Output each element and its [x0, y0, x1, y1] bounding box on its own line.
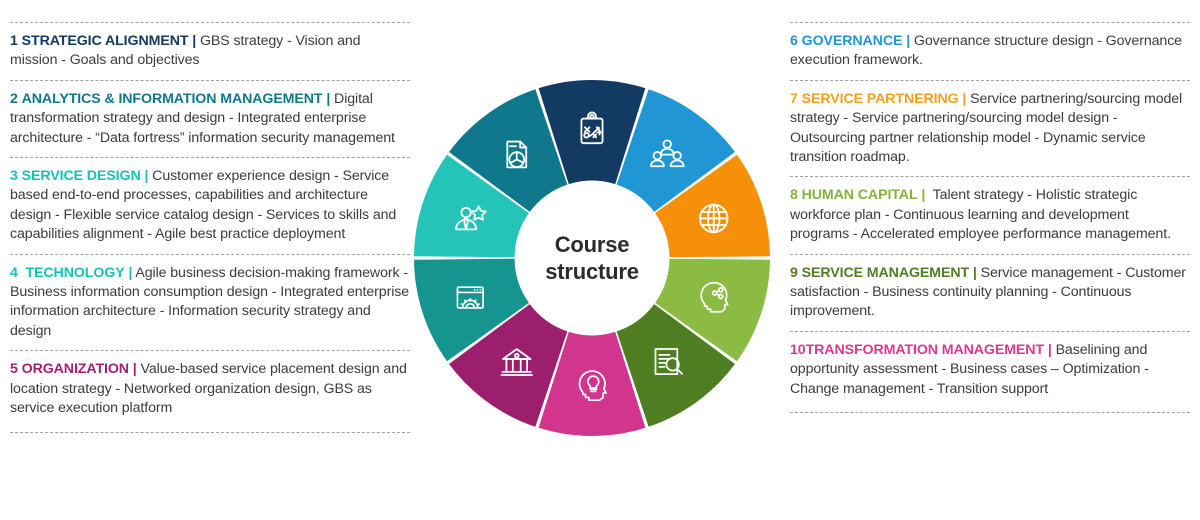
- item-title: GOVERNANCE: [801, 33, 903, 49]
- item-body: Service management - Customer satisfacti…: [790, 264, 1186, 320]
- wheel-slice[interactable]: [414, 154, 529, 258]
- divider: [790, 253, 1190, 255]
- divider: [790, 412, 1190, 414]
- wheel-slice[interactable]: [616, 304, 735, 427]
- head-network-icon: [700, 281, 729, 313]
- divider: [10, 157, 410, 159]
- list-item: 7 SERVICE PARTNERING | Service partnerin…: [790, 81, 1190, 177]
- item-heading: 10: [790, 341, 806, 358]
- item-body: Customer experience design - Service bas…: [10, 168, 397, 243]
- document-piechart-icon: [506, 140, 528, 169]
- wheel-slice[interactable]: [449, 304, 568, 427]
- item-heading: 9: [790, 264, 798, 281]
- item-title: TECHNOLOGY: [25, 264, 125, 281]
- wheel-slice[interactable]: [616, 89, 735, 212]
- divider: [10, 350, 410, 352]
- divider: [790, 330, 1190, 332]
- document-search-icon: [654, 348, 683, 376]
- item-body: Service partnering/sourcing model strate…: [790, 90, 1183, 166]
- item-title: SERVICE PARTNERING: [801, 90, 959, 107]
- item-separator: |: [962, 90, 967, 107]
- wheel-slices: [414, 80, 770, 436]
- list-item: 4 TECHNOLOGY | Agile business decision-m…: [10, 255, 410, 351]
- item-heading: 4: [10, 264, 18, 281]
- item-separator: |: [972, 264, 977, 281]
- item-separator: |: [921, 187, 926, 204]
- list-item: 6 GOVERNANCE | Governance structure desi…: [790, 23, 1190, 80]
- item-heading: 1: [10, 33, 18, 49]
- item-heading: 8: [790, 187, 798, 204]
- item-body: Digital transformation strategy and desi…: [10, 90, 395, 146]
- item-heading: 5: [10, 361, 18, 378]
- list-item: 5 ORGANIZATION | Value-based service pla…: [10, 351, 410, 427]
- item-heading: 7: [790, 90, 798, 107]
- item-separator: |: [128, 264, 133, 281]
- list-item: 8 HUMAN CAPITAL | Talent strategy - Holi…: [790, 177, 1190, 253]
- item-body: Talent strategy - Holistic strategic wor…: [790, 187, 1171, 243]
- item-body: Governance structure design - Governance…: [790, 33, 1182, 69]
- person-star-icon: [455, 205, 487, 231]
- item-body: Baselining and opportunity assessment - …: [790, 341, 1149, 397]
- globe-icon: [699, 203, 729, 234]
- right-column: 6 GOVERNANCE | Governance structure desi…: [790, 0, 1190, 520]
- list-item: 9 SERVICE MANAGEMENT | Service managemen…: [790, 255, 1190, 331]
- head-lightbulb-icon: [578, 370, 607, 402]
- left-column: 1 STRATEGIC ALIGNMENT | GBS strategy - V…: [10, 0, 410, 520]
- item-title: HUMAN CAPITAL: [801, 187, 918, 204]
- item-body: GBS strategy - Vision and mission - Goal…: [10, 33, 361, 69]
- item-separator: |: [144, 168, 149, 185]
- item-body: Value-based service placement design and…: [10, 361, 407, 417]
- list-item: 2 ANALYTICS & INFORMATION MANAGEMENT | D…: [10, 81, 410, 157]
- item-separator: |: [192, 33, 197, 49]
- item-title: SERVICE DESIGN: [21, 168, 141, 185]
- item-title: SERVICE MANAGEMENT: [801, 264, 970, 281]
- item-separator: |: [906, 33, 911, 49]
- list-item: 10TRANSFORMATION MANAGEMENT | Baselining…: [790, 332, 1190, 408]
- item-heading: 3: [10, 168, 18, 185]
- divider: [10, 253, 410, 255]
- wheel-svg: [414, 80, 770, 436]
- divider: [790, 176, 1190, 178]
- wheel-slice[interactable]: [538, 80, 646, 185]
- bank-building-icon: [500, 348, 533, 376]
- wheel-slice[interactable]: [538, 331, 646, 436]
- list-item: 3 SERVICE DESIGN | Customer experience d…: [10, 158, 410, 254]
- wheel-slice[interactable]: [655, 258, 770, 362]
- divider: [10, 431, 410, 433]
- item-heading: 2: [10, 90, 18, 107]
- wheel-icons: [455, 111, 729, 402]
- item-separator: |: [1047, 341, 1052, 358]
- item-title: ANALYTICS & INFORMATION MANAGEMENT: [21, 90, 323, 107]
- item-heading: 6: [790, 33, 798, 49]
- item-title: TRANSFORMATION MANAGEMENT: [805, 341, 1045, 358]
- item-separator: |: [132, 361, 137, 378]
- people-group-icon: [649, 139, 685, 168]
- wheel-slice[interactable]: [414, 258, 529, 362]
- item-separator: |: [326, 90, 331, 107]
- item-body: Agile business decision-making framework…: [10, 264, 410, 339]
- divider: [790, 79, 1190, 81]
- divider: [10, 79, 410, 81]
- browser-gear-icon: [456, 286, 484, 309]
- clipboard-strategy-icon: [580, 111, 604, 145]
- divider: [790, 22, 1190, 23]
- divider: [10, 22, 410, 23]
- item-title: STRATEGIC ALIGNMENT: [21, 33, 189, 49]
- list-item: 1 STRATEGIC ALIGNMENT | GBS strategy - V…: [10, 23, 410, 80]
- item-title: ORGANIZATION: [21, 361, 129, 378]
